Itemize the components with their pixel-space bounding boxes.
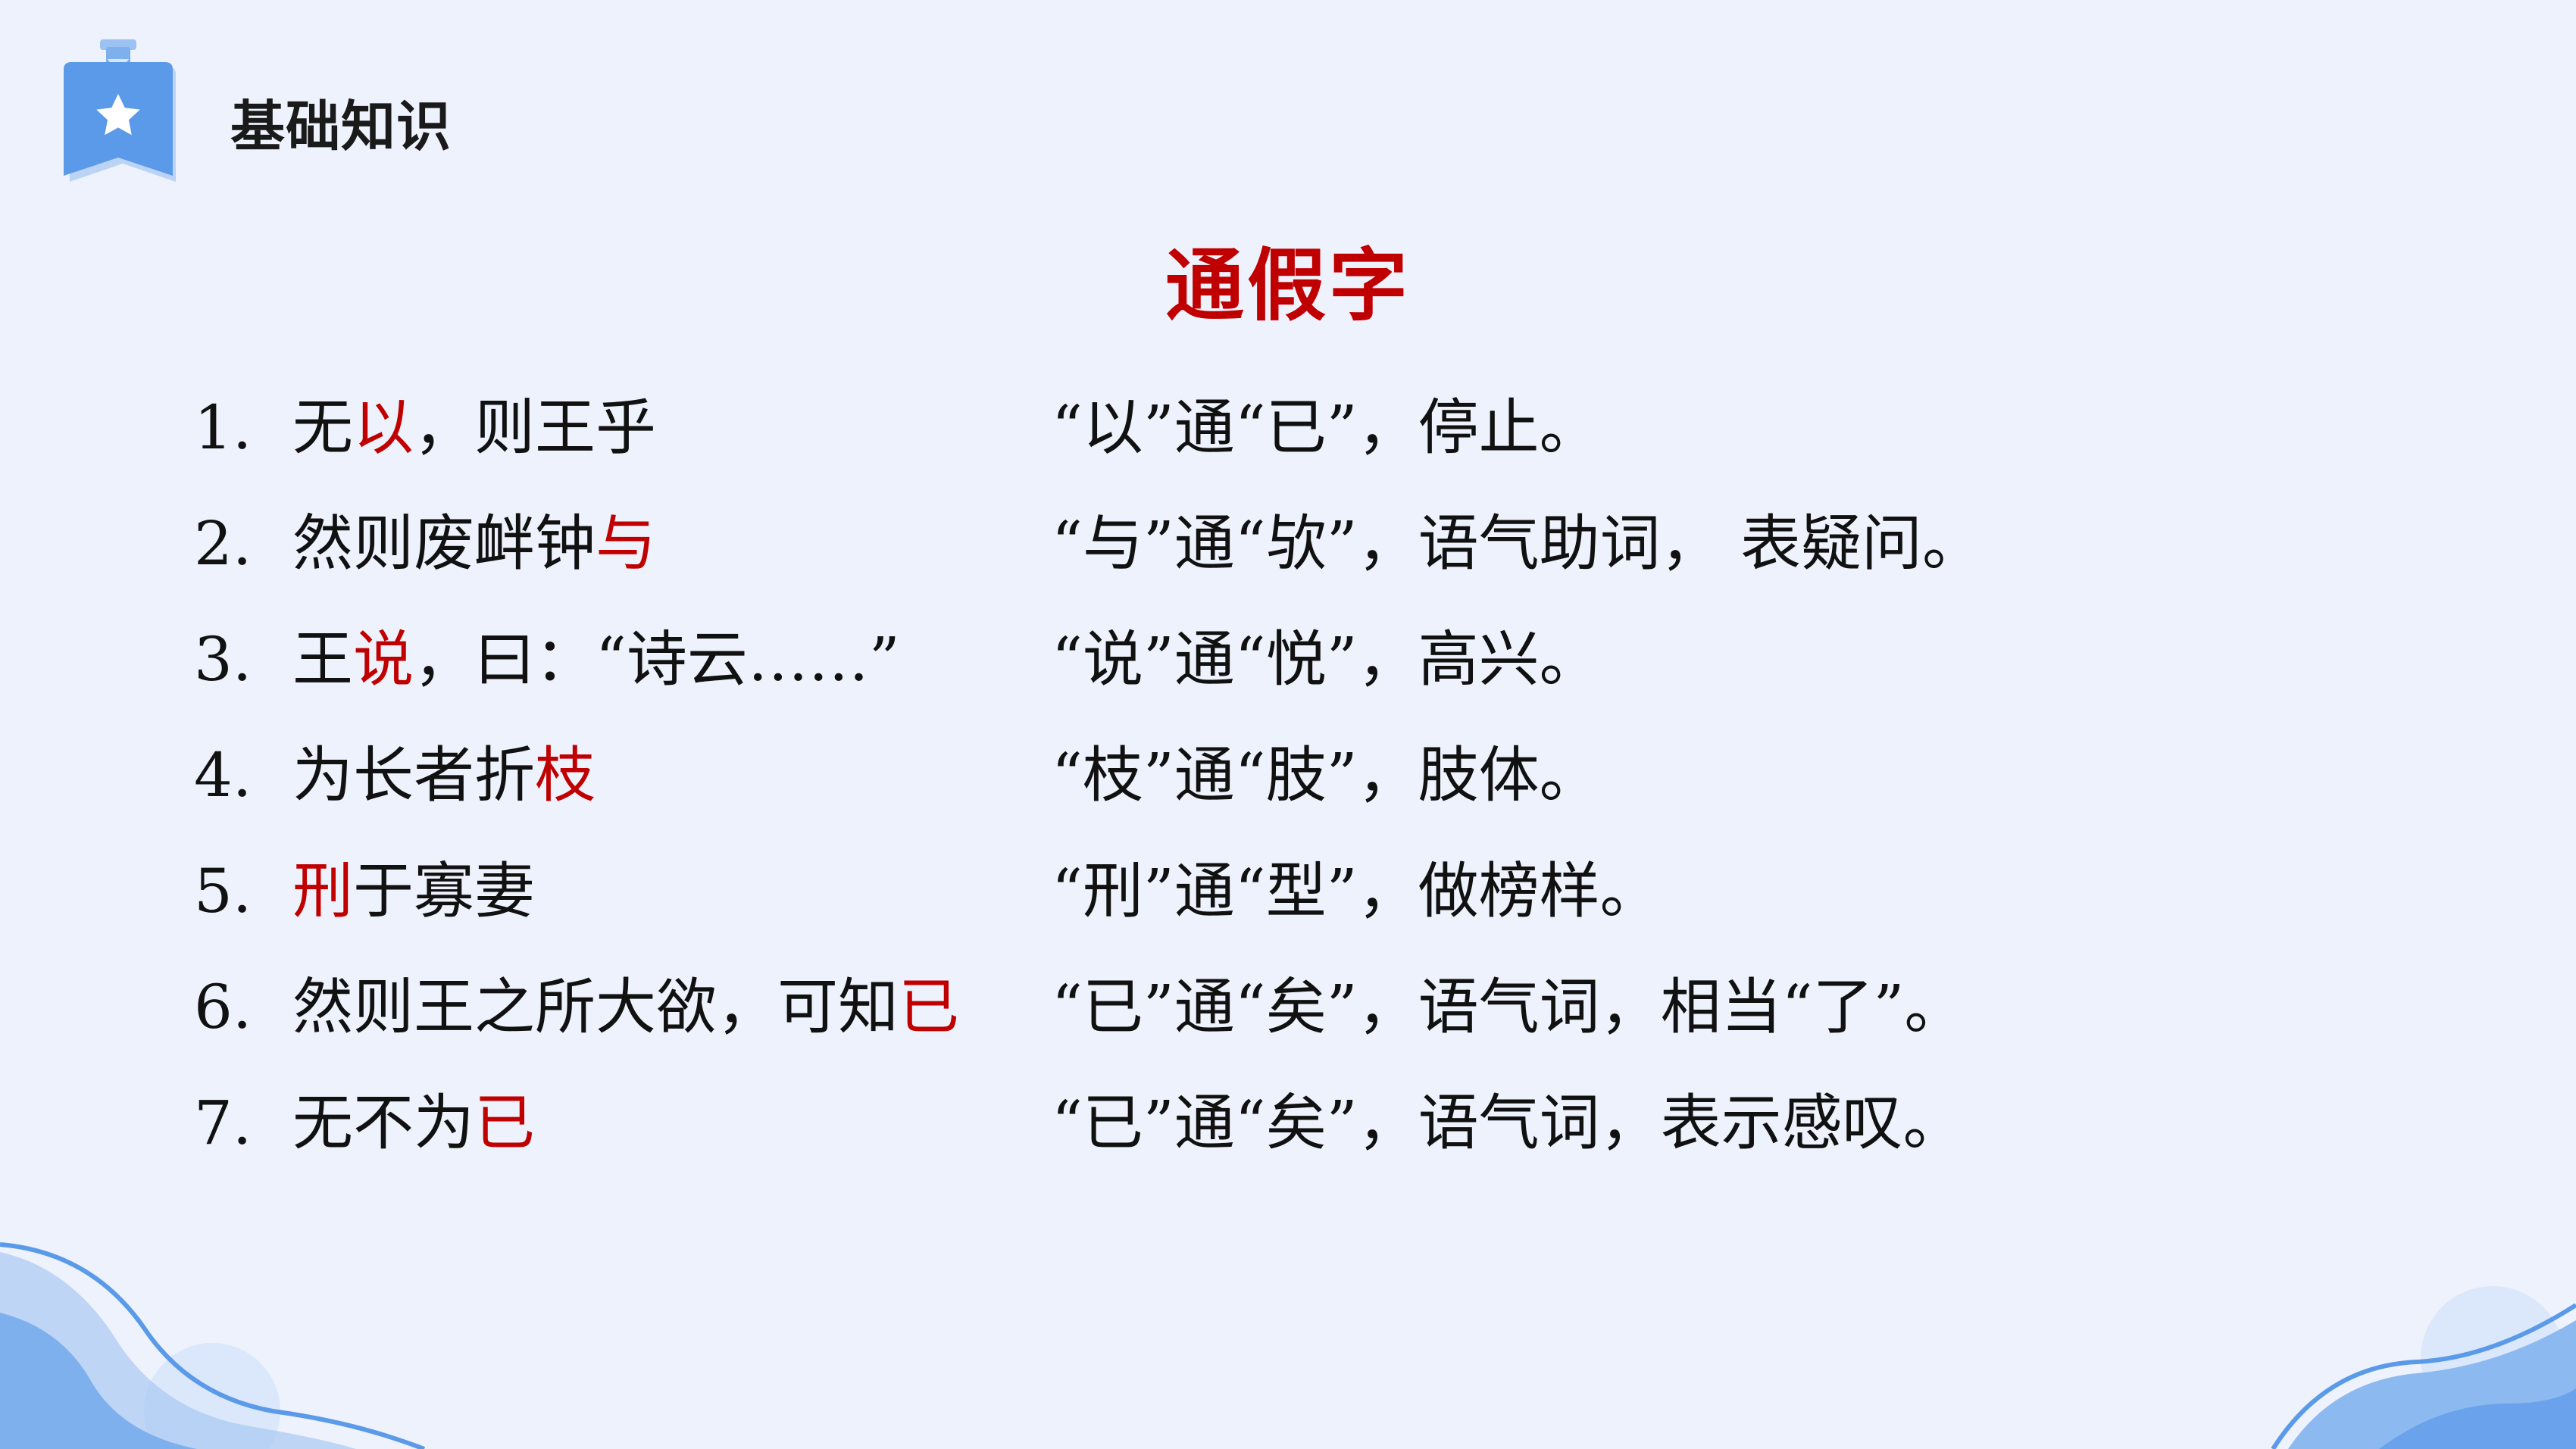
item-explanation: “已”通“矣”，语气词，相当“了”。 <box>1052 972 1965 1042</box>
item-number: 2. <box>194 508 252 579</box>
list-item: 1. 无以，则王乎 “以”通“已”，停止。 <box>0 379 2576 477</box>
item-number: 1. <box>194 392 252 463</box>
item-number: 3. <box>194 624 252 695</box>
wave-decoration-left <box>0 1242 426 1449</box>
wave-decoration-right <box>2271 1286 2576 1449</box>
item-number: 7. <box>194 1088 252 1158</box>
page-title: 通假字 <box>1165 239 1411 332</box>
item-explanation: “说”通“悦”，高兴。 <box>1052 624 1600 695</box>
item-number: 5. <box>194 856 252 926</box>
star-icon <box>64 39 176 182</box>
highlight-char: 说 <box>353 624 414 695</box>
item-phrase: 然则废衅钟与 <box>292 508 656 579</box>
item-explanation: “以”通“已”，停止。 <box>1052 392 1600 463</box>
highlight-char: 已 <box>899 972 959 1042</box>
item-phrase: 王说，曰：“诗云……” <box>292 624 900 695</box>
highlight-char: 以 <box>353 392 414 463</box>
list-item: 6. 然则王之所大欲，可知已 “已”通“矣”，语气词，相当“了”。 <box>0 958 2576 1057</box>
highlight-char: 刑 <box>292 856 353 926</box>
highlight-char: 与 <box>596 508 656 579</box>
item-phrase: 为长者折枝 <box>292 740 596 810</box>
section-title: 基础知识 <box>230 95 452 158</box>
list-item: 5. 刑于寡妻 “刑”通“型”，做榜样。 <box>0 842 2576 941</box>
highlight-char: 已 <box>474 1088 535 1158</box>
list-item: 4. 为长者折枝 “枝”通“肢”，肢体。 <box>0 726 2576 825</box>
item-number: 4. <box>194 740 252 810</box>
highlight-char: 枝 <box>535 740 596 810</box>
item-explanation: “刑”通“型”，做榜样。 <box>1052 856 1661 926</box>
item-phrase: 刑于寡妻 <box>292 856 535 926</box>
list-item: 2. 然则废衅钟与 “与”通“欤”，语气助词， 表疑问。 <box>0 495 2576 593</box>
item-number: 6. <box>194 972 252 1042</box>
list-item: 7. 无不为已 “已”通“矣”，语气词，表示感叹。 <box>0 1074 2576 1173</box>
item-phrase: 然则王之所大欲，可知已 <box>292 972 959 1042</box>
item-phrase: 无以，则王乎 <box>292 392 656 463</box>
item-explanation: “枝”通“肢”，肢体。 <box>1052 740 1600 810</box>
list-item: 3. 王说，曰：“诗云……” “说”通“悦”，高兴。 <box>0 611 2576 709</box>
item-explanation: “与”通“欤”，语气助词， 表疑问。 <box>1052 508 1984 579</box>
item-phrase: 无不为已 <box>292 1088 535 1158</box>
item-explanation: “已”通“矣”，语气词，表示感叹。 <box>1052 1088 1964 1158</box>
